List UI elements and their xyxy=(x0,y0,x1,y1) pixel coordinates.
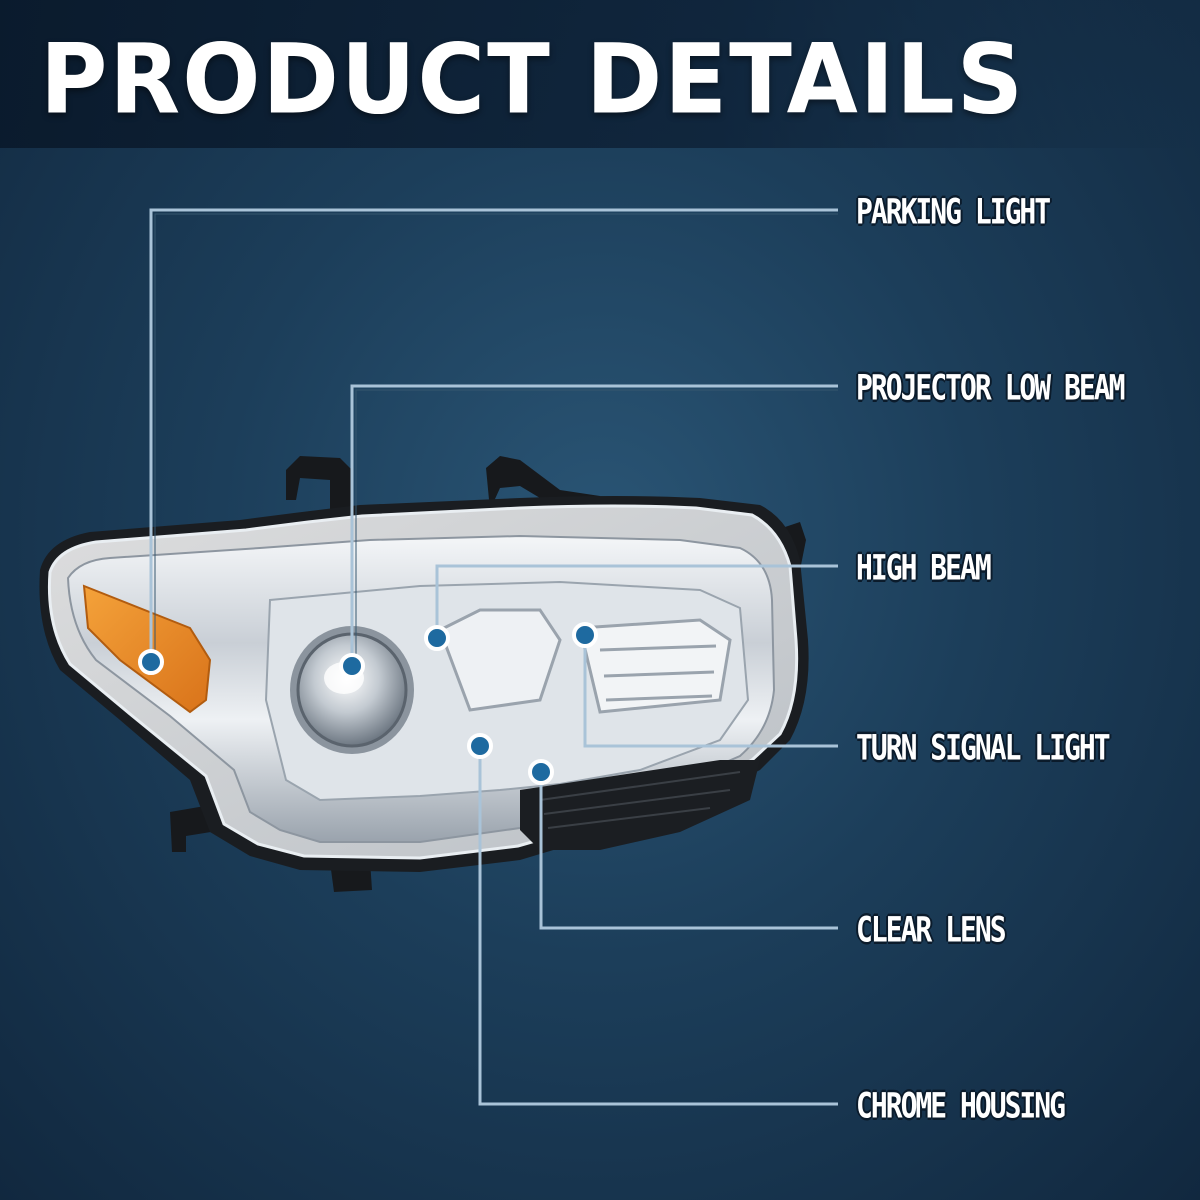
projector-low-beam-dot xyxy=(339,653,365,679)
label-high-beam: HIGH BEAM xyxy=(856,546,992,588)
title-band xyxy=(0,0,1200,148)
page-title: PRODUCT DETAILS xyxy=(40,23,1025,136)
label-projector-low-beam: PROJECTOR LOW BEAM xyxy=(856,366,1125,408)
parking-light-dot xyxy=(138,649,164,675)
label-chrome-housing: CHROME HOUSING xyxy=(856,1084,1066,1126)
high-beam-dot xyxy=(424,625,450,651)
label-turn-signal-light: TURN SIGNAL LIGHT xyxy=(856,726,1111,768)
projector-lens xyxy=(290,626,414,754)
callout-dots xyxy=(138,622,598,785)
clear-lens-dot xyxy=(528,759,554,785)
label-clear-lens: CLEAR LENS xyxy=(856,908,1007,950)
callout-line-shadows xyxy=(154,213,838,670)
label-parking-light: PARKING LIGHT xyxy=(856,190,1051,232)
turn-signal-dot xyxy=(572,622,598,648)
reflector-details xyxy=(438,608,732,714)
callout-lines xyxy=(149,208,838,1106)
chrome-housing-dot xyxy=(467,733,493,759)
amber-side-marker xyxy=(82,584,212,714)
grille-lines xyxy=(539,771,741,829)
lower-grille xyxy=(520,760,760,850)
